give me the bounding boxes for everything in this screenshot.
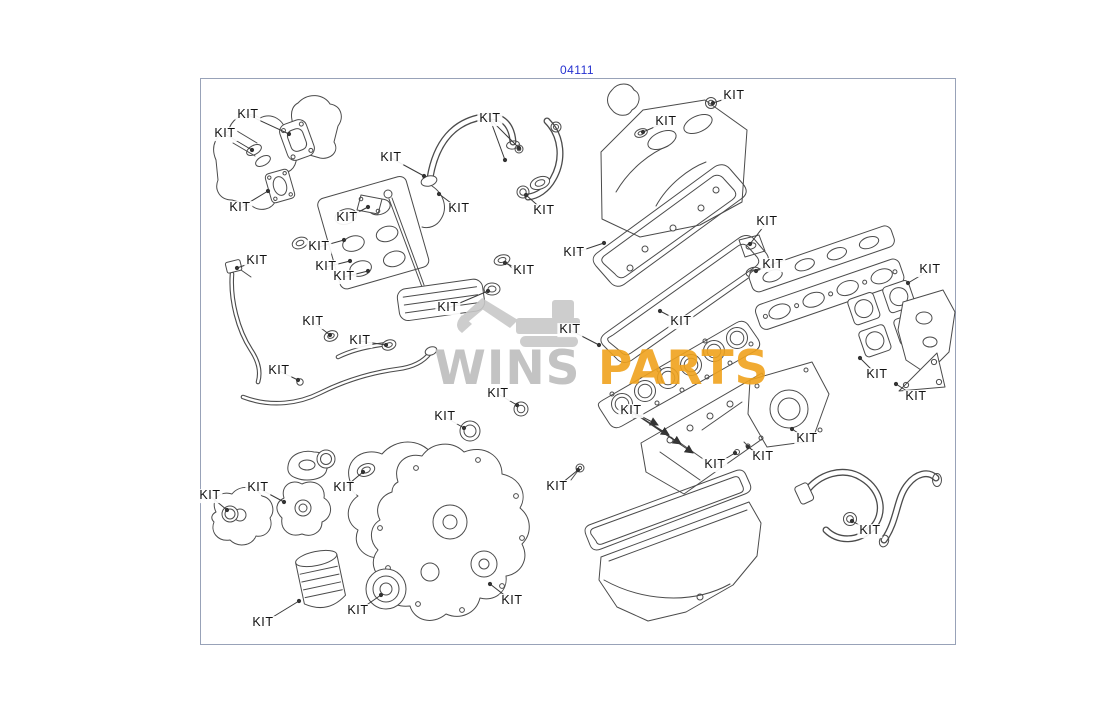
watermark: WINS PARTS (434, 298, 769, 396)
coolant-pipes-art (224, 259, 438, 406)
upper-pipes-art (420, 112, 564, 229)
watermark-word-gray: WINS (434, 341, 581, 396)
valve-cover-gasket-art (592, 164, 747, 287)
figure-code-link[interactable]: 04111 (551, 63, 603, 77)
head-gasket-art (597, 320, 761, 429)
watermark-text: WINS PARTS (434, 341, 769, 396)
diagram-border-frame (200, 78, 956, 645)
water-pipes-art (794, 468, 942, 548)
watermark-word-orange: PARTS (598, 341, 770, 396)
intake-gaskets-art (748, 225, 956, 392)
rear-seal-housing-art (747, 361, 830, 448)
timing-cover-cluster-art (211, 401, 585, 621)
diagram-artwork (211, 83, 956, 622)
oil-pan-art (584, 469, 762, 622)
exhaust-cluster-art (213, 95, 342, 210)
excavator-icon (457, 298, 580, 347)
